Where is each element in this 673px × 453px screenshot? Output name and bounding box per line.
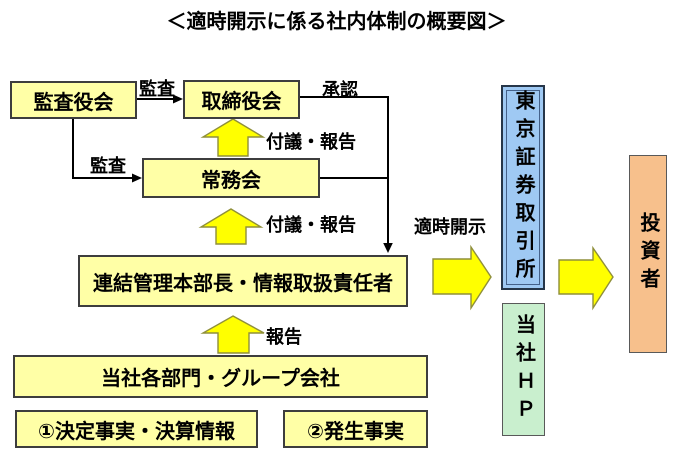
company-hp-label: 当社ＨＰ (512, 313, 535, 426)
audit-label-2: 監査 (90, 156, 126, 176)
submission-report-label-1: 付議・報告 (266, 132, 356, 152)
submission-report-label-2: 付議・報告 (266, 215, 356, 235)
occurred-facts-box: ②発生事実 (283, 410, 428, 448)
investors-label: 投資者 (637, 212, 659, 296)
diagram-title: ＜適時開示に係る社内体制の概要図＞ (166, 11, 507, 33)
executive-committee-box: 常務会 (142, 158, 320, 198)
board-of-directors-label: 取締役会 (201, 91, 282, 113)
up-arrow-icon-submission-1 (200, 118, 266, 157)
report-label: 報告 (266, 327, 302, 347)
approval-label: 承認 (322, 80, 358, 100)
up-arrow-icon-report (200, 315, 265, 354)
board-of-directors-box: 取締役会 (183, 80, 300, 119)
departments-label: 当社各部門・グループ会社 (101, 368, 340, 390)
tse-box: 東京証券取引所 (501, 85, 545, 290)
audit-board-label: 監査役会 (33, 91, 114, 114)
company-hp-box: 当社ＨＰ (502, 303, 545, 436)
right-arrow-icon-timely-disclosure (432, 244, 492, 311)
approval-line-arrowhead-icon (383, 243, 393, 253)
tse-label: 東京証券取引所 (512, 89, 534, 286)
executive-committee-label: 常務会 (201, 169, 261, 192)
up-arrow-icon-submission-2 (198, 208, 264, 245)
audit-board-box: 監査役会 (10, 81, 137, 119)
right-arrow-icon-tse-to-investors (558, 245, 614, 311)
investors-box: 投資者 (629, 155, 667, 353)
occurred-facts-label: ②発生事実 (307, 420, 404, 443)
audit-label-1: 監査 (139, 79, 175, 99)
decided-facts-label: ①決定事実・決算情報 (38, 420, 235, 443)
audit-line-2-arrowhead-icon (132, 173, 142, 183)
info-officer-box: 連結管理本部長・情報取扱責任者 (78, 255, 408, 307)
departments-box: 当社各部門・グループ会社 (13, 355, 428, 398)
info-officer-label: 連結管理本部長・情報取扱責任者 (93, 272, 393, 295)
decided-facts-box: ①決定事実・決算情報 (15, 410, 258, 448)
timely-disclosure-label: 適時開示 (414, 217, 486, 237)
